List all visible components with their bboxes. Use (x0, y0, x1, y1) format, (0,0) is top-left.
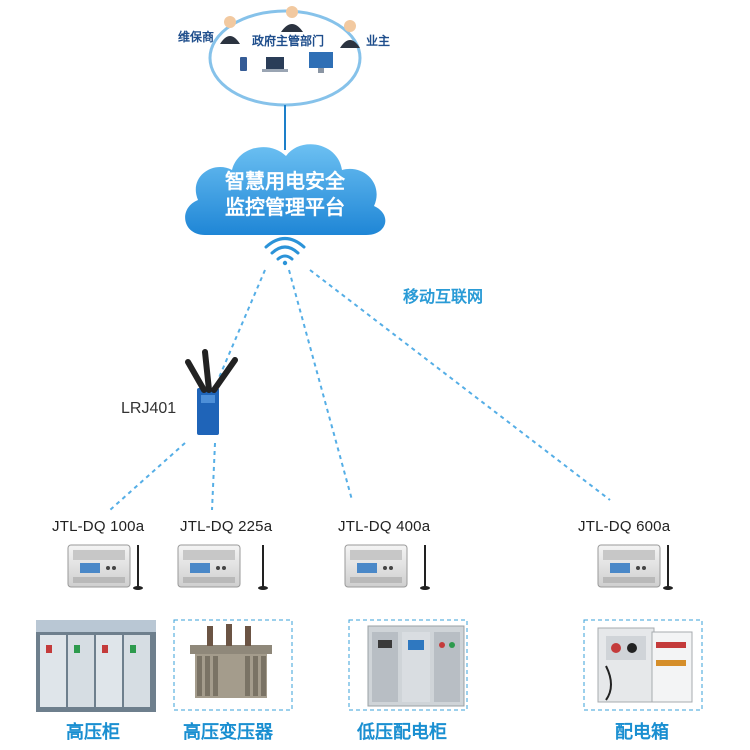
link-router-100a (109, 442, 186, 511)
link-router-225a (211, 442, 216, 511)
meter-100a (67, 544, 143, 590)
person-icon (220, 16, 240, 44)
site-low-voltage-cabinet: 低压配电柜 (357, 722, 447, 742)
platform-title-line2: 监控管理平台 (225, 197, 345, 219)
link-to-router (217, 269, 266, 381)
desktop-icon (309, 52, 333, 73)
link-to-400a (288, 269, 353, 501)
wifi-icon (264, 237, 306, 266)
user-government-label: 政府主管部门 (252, 34, 325, 48)
network-label: 移动互联网 (403, 289, 484, 306)
person-icon (281, 6, 303, 32)
device-model-225a: JTL-DQ 225a (180, 518, 273, 535)
device-model-400a: JTL-DQ 400a (338, 518, 431, 535)
user-group (208, 6, 362, 107)
distribution-box-image (597, 627, 693, 703)
platform-title-line1: 智慧用电安全 (225, 171, 345, 193)
person-icon (340, 20, 360, 48)
cloud-shape (185, 144, 386, 235)
device-model-600a: JTL-DQ 600a (578, 518, 671, 535)
link-to-600a (309, 269, 611, 501)
high-voltage-cabinet-image (36, 620, 156, 712)
site-high-voltage-cabinet: 高压柜 (66, 722, 120, 742)
device-model-100a: JTL-DQ 100a (52, 518, 145, 535)
user-owner-label: 业主 (366, 34, 391, 48)
transformer-image (190, 624, 272, 698)
meter-600a (597, 544, 673, 590)
site-distribution-box: 配电箱 (615, 722, 669, 742)
site-high-voltage-transformer: 高压变压器 (183, 722, 273, 742)
wireless-links (109, 269, 611, 511)
meter-400a (344, 544, 430, 590)
laptop-icon (262, 57, 288, 72)
low-voltage-cabinet-image (367, 625, 465, 707)
user-maintainer-label: 维保商 (178, 30, 215, 44)
meter-225a (177, 544, 268, 590)
router-label: LRJ401 (121, 400, 177, 417)
phone-icon (240, 57, 247, 71)
router-device (185, 349, 238, 435)
